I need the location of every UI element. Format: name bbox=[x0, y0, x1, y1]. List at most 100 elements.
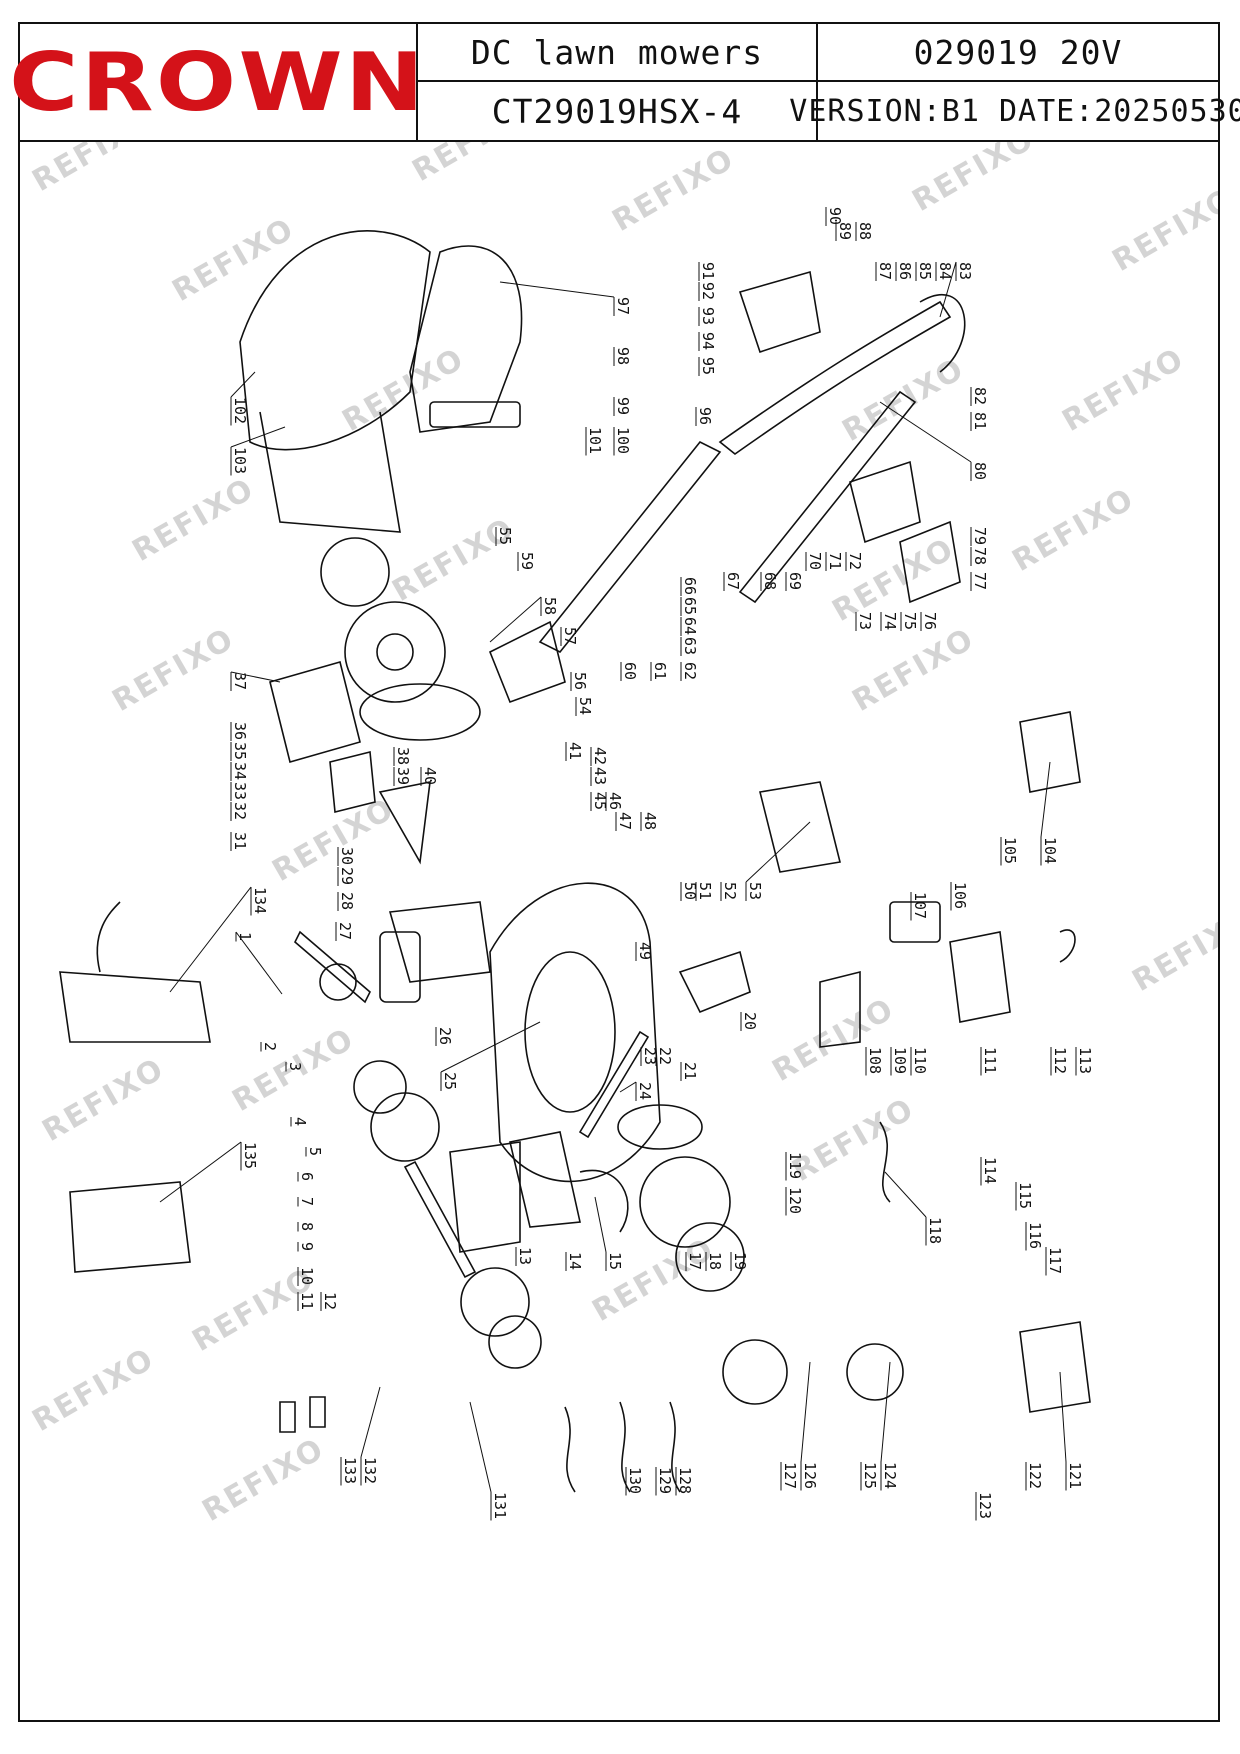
part-number-81: 81 bbox=[971, 412, 989, 430]
part-number-82: 82 bbox=[971, 387, 989, 405]
part-number-75: 75 bbox=[901, 612, 919, 630]
wire-113 bbox=[1059, 929, 1076, 963]
watermark-text: REFIXO bbox=[787, 1091, 921, 1189]
leader-line-80 bbox=[879, 401, 972, 463]
front-wheel-right-cap bbox=[675, 1222, 745, 1292]
part-number-8: 8 bbox=[298, 1222, 316, 1231]
deck-opening bbox=[524, 951, 616, 1113]
leader-line-131 bbox=[469, 1401, 492, 1493]
motor-mount bbox=[379, 931, 421, 1003]
part-number-18: 18 bbox=[706, 1252, 724, 1270]
part-number-97: 97 bbox=[614, 297, 632, 315]
part-number-34: 34 bbox=[231, 762, 249, 780]
watermark-text: REFIXO bbox=[837, 351, 971, 449]
handle-upper-bar bbox=[718, 300, 952, 456]
control-board bbox=[889, 901, 941, 943]
part-number-71: 71 bbox=[826, 552, 844, 570]
height-adjust-assembly bbox=[488, 620, 566, 704]
watermark-text: REFIXO bbox=[767, 991, 901, 1089]
motor-end-cap bbox=[722, 1339, 788, 1405]
leader-line-121 bbox=[1059, 1371, 1067, 1463]
part-number-26: 26 bbox=[436, 1027, 454, 1045]
part-number-76: 76 bbox=[921, 612, 939, 630]
part-number-105: 105 bbox=[1001, 837, 1019, 864]
part-number-36: 36 bbox=[231, 722, 249, 740]
watermark-text: REFIXO bbox=[127, 471, 261, 569]
part-number-77: 77 bbox=[971, 572, 989, 590]
part-number-66: 66 bbox=[681, 577, 699, 595]
part-number-78: 78 bbox=[971, 547, 989, 565]
part-number-62: 62 bbox=[681, 662, 699, 680]
leader-line-126 bbox=[800, 1361, 811, 1463]
rear-wheel-top bbox=[344, 601, 446, 703]
part-number-23: 23 bbox=[641, 1047, 659, 1065]
version-date: VERSION:B1 DATE:20250530 bbox=[789, 93, 1240, 129]
side-flap bbox=[378, 780, 431, 865]
watermark-text: REFIXO bbox=[1057, 341, 1191, 439]
front-wheel-right bbox=[639, 1156, 731, 1248]
mulch-plug bbox=[329, 750, 376, 814]
part-number-50: 50 bbox=[681, 882, 699, 900]
watermark-text: REFIXO bbox=[847, 621, 981, 719]
handle-side-tube bbox=[738, 390, 917, 604]
part-number-63: 63 bbox=[681, 637, 699, 655]
part-number-57: 57 bbox=[561, 627, 579, 645]
part-number-43: 43 bbox=[591, 767, 609, 785]
part-number-113: 113 bbox=[1076, 1047, 1094, 1074]
front-wheel-cap bbox=[353, 1060, 407, 1114]
part-number-85: 85 bbox=[916, 262, 934, 280]
part-number-84: 84 bbox=[936, 262, 954, 280]
wire-harness-118 bbox=[879, 1121, 891, 1203]
part-number-3: 3 bbox=[286, 1062, 304, 1071]
part-number-37: 37 bbox=[231, 672, 249, 690]
part-number-54: 54 bbox=[576, 697, 594, 715]
part-number-131: 131 bbox=[491, 1492, 509, 1519]
mower-deck bbox=[489, 882, 661, 1183]
part-number-111: 111 bbox=[981, 1047, 999, 1074]
part-number-89: 89 bbox=[836, 222, 854, 240]
battery-cover bbox=[759, 781, 841, 873]
part-number-114: 114 bbox=[981, 1157, 999, 1184]
part-number-130: 130 bbox=[626, 1467, 644, 1494]
grass-bag-frame bbox=[259, 411, 401, 533]
part-number-64: 64 bbox=[681, 617, 699, 635]
part-number-67: 67 bbox=[724, 572, 742, 590]
part-number-87: 87 bbox=[876, 262, 894, 280]
part-number-70: 70 bbox=[806, 552, 824, 570]
part-number-15: 15 bbox=[606, 1252, 624, 1270]
charger-cable bbox=[96, 901, 121, 973]
front-cover bbox=[449, 1141, 521, 1253]
front-handle bbox=[579, 1169, 629, 1233]
part-number-1: 1 bbox=[236, 932, 254, 941]
watermark-text: REFIXO bbox=[1127, 901, 1219, 999]
part-number-99: 99 bbox=[614, 397, 632, 415]
rear-wheel-top-hub bbox=[376, 633, 414, 671]
drawing-sheet: CROWN DC lawn mowers 029019 20V CT29019H… bbox=[9, 22, 1240, 1722]
watermark-text: REFIXO bbox=[387, 511, 521, 609]
part-number-104: 104 bbox=[1041, 837, 1059, 864]
part-number-121: 121 bbox=[1066, 1462, 1084, 1489]
part-number-24: 24 bbox=[636, 1082, 654, 1100]
part-number-74: 74 bbox=[881, 612, 899, 630]
part-number-35: 35 bbox=[231, 742, 249, 760]
part-number-12: 12 bbox=[321, 1292, 339, 1310]
part-number-38: 38 bbox=[394, 747, 412, 765]
leader-line-124 bbox=[880, 1361, 891, 1463]
front-wheel-lower-cap bbox=[488, 1315, 542, 1369]
front-axle bbox=[403, 1160, 477, 1279]
watermark-text: REFIXO bbox=[1107, 181, 1219, 279]
leader-line-97 bbox=[499, 281, 615, 298]
front-wheel-cover bbox=[617, 1104, 703, 1150]
leader-line-103 bbox=[230, 426, 286, 448]
part-number-60: 60 bbox=[621, 662, 639, 680]
part-number-79: 79 bbox=[971, 527, 989, 545]
part-number-31: 31 bbox=[231, 832, 249, 850]
part-number-65: 65 bbox=[681, 597, 699, 615]
part-number-14: 14 bbox=[566, 1252, 584, 1270]
battery-housing-side bbox=[819, 970, 861, 1048]
part-number-108: 108 bbox=[866, 1047, 884, 1074]
leader-lines bbox=[159, 207, 1077, 1521]
part-number-40: 40 bbox=[421, 767, 439, 785]
part-number-73: 73 bbox=[856, 612, 874, 630]
